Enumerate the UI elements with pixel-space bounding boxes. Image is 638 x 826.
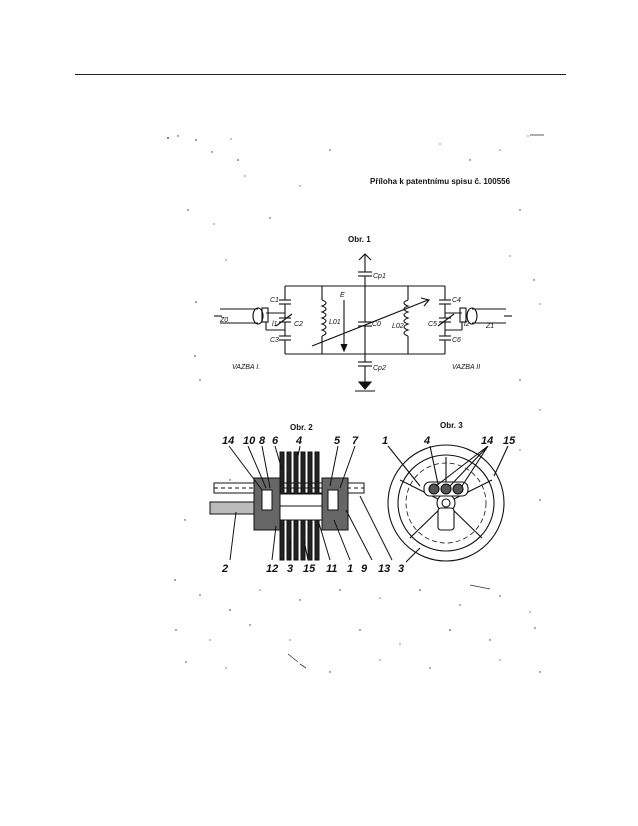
label-l2: l2 — [464, 321, 470, 328]
figure-1-title: Obr. 1 — [348, 235, 371, 244]
fig2-label-11: 11 — [326, 563, 337, 575]
label-c5: C5 — [428, 321, 437, 328]
label-vazba-2: VAZBA II — [452, 364, 480, 371]
fig2-label-8: 8 — [259, 435, 266, 447]
fig3-label-1: 1 — [382, 435, 388, 447]
label-cp1: Cp1 — [373, 273, 386, 280]
patent-caption: Příloha k patentnímu spisu č. 100556 — [370, 177, 511, 186]
label-c3: C3 — [270, 337, 279, 344]
label-cp2: Cp2 — [373, 365, 386, 372]
fig2-label-1: 1 — [347, 563, 353, 575]
label-c4: C4 — [452, 297, 461, 304]
fig2-label-15: 15 — [303, 563, 316, 575]
figure-3-disc — [387, 444, 509, 563]
figure-2-title: Obr. 2 — [290, 423, 313, 432]
label-c0: C0 — [372, 321, 381, 328]
label-l1: l1 — [272, 321, 278, 328]
fig3-label-4: 4 — [423, 435, 430, 447]
figure-2-section — [209, 445, 393, 561]
header-rule — [75, 74, 566, 75]
scan-noise — [167, 134, 544, 673]
figure-2-labels: Obr. 2 14 10 8 6 4 5 7 2 12 3 15 11 1 9 … — [221, 423, 390, 575]
fig2-label-3: 3 — [287, 563, 293, 575]
label-z1: Z1 — [485, 323, 494, 330]
label-vazba-1: VAZBA I. — [232, 364, 260, 371]
label-z0: Z0 — [219, 317, 228, 324]
label-c1: C1 — [270, 297, 279, 304]
figure-3-labels: Obr. 3 1 4 14 15 3 — [382, 421, 516, 575]
figure-3-title: Obr. 3 — [440, 421, 463, 430]
fig2-label-12: 12 — [266, 563, 278, 575]
fig3-label-14: 14 — [481, 435, 493, 447]
fig3-label-15: 15 — [503, 435, 516, 447]
fig2-label-5: 5 — [334, 435, 341, 447]
figure-1-circuit — [214, 253, 512, 392]
fig2-label-10: 10 — [243, 435, 256, 447]
fig2-label-2: 2 — [221, 563, 228, 575]
label-c2: C2 — [294, 321, 303, 328]
label-l02: L02 — [392, 323, 404, 330]
figure-1-labels: Obr. 1 Cp1 Cp2 C1 C2 C3 C4 C5 C6 C0 l1 l… — [219, 235, 494, 372]
fig2-label-9: 9 — [361, 563, 368, 575]
fig2-label-7: 7 — [352, 435, 359, 447]
label-e: E — [340, 292, 345, 299]
fig3-label-3: 3 — [398, 563, 404, 575]
fig2-label-14: 14 — [222, 435, 234, 447]
fig2-label-6: 6 — [272, 435, 279, 447]
fig2-label-13: 13 — [378, 563, 390, 575]
label-l01: L01 — [329, 319, 341, 326]
fig2-label-4: 4 — [295, 435, 302, 447]
label-c6: C6 — [452, 337, 461, 344]
